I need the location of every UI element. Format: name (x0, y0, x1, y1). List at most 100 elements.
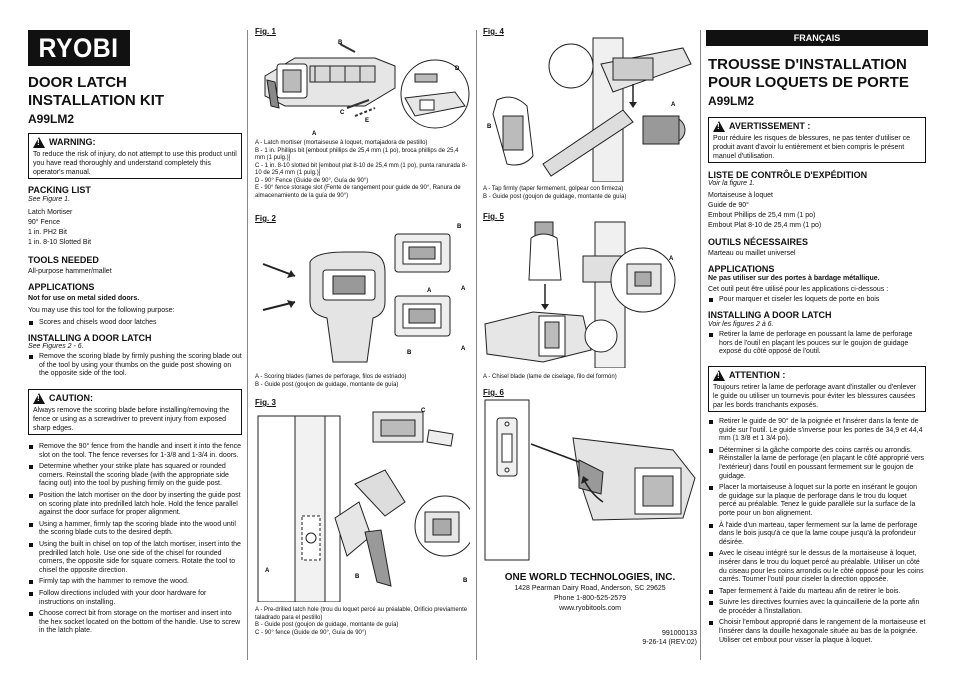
fig5-callout-a: A (669, 256, 674, 262)
fig1-callout-d: D (455, 66, 460, 72)
list-item: Using the built in chisel on top of the … (28, 541, 242, 575)
list-item: Latch Mortiser (28, 209, 73, 216)
ryobi-logo: RYOBI (28, 30, 130, 66)
fig2-callout-a: A (461, 346, 466, 352)
fig2-callout-a: A (427, 288, 432, 294)
fr-attention-box: ATTENTION : Toujours retirer la lame de … (708, 366, 926, 412)
fig1-callout-c: C (340, 110, 345, 116)
fig5-caption: A - Chisel blade (lame de ciselage, filo… (483, 374, 617, 380)
fig2-label: Fig. 2 (255, 214, 276, 223)
fig3-caption: A - Pre-drilled latch hole (trou du loqu… (255, 607, 468, 636)
applications-text: You may use this tool for the following … (28, 307, 175, 314)
column-divider (476, 30, 477, 660)
applications-list: Scores and chisels wood door latches (28, 319, 242, 331)
company-name: ONE WORLD TECHNOLOGIES, INC. (504, 572, 676, 583)
list-item: Retirer le guide de 90° de la poignée et… (708, 418, 926, 444)
list-item: À l'aide d'un marteau, taper fermement s… (708, 522, 926, 548)
warning-box: WARNING: To reduce the risk of injury, d… (28, 133, 242, 179)
list-item: Determine whether your strike plate has … (28, 463, 242, 489)
fr-applications-text: Cet outil peut être utilisé pour les app… (708, 286, 889, 293)
install-sub: See Figures 2 - 6. (28, 343, 84, 350)
part-number-block: 991000133 9-26-14 (REV:02) (560, 629, 697, 647)
fr-install-heading: INSTALLING A DOOR LATCH (708, 310, 832, 320)
column-divider (247, 30, 248, 660)
fig1-illustration: B A C D E (264, 40, 470, 136)
fr-warning-box: AVERTISSEMENT : Pour réduire les risques… (708, 117, 926, 163)
column-divider (700, 30, 701, 660)
caution-box: CAUTION: Always remove the scoring blade… (28, 389, 242, 435)
install-list-first: Remove the scoring blade by firmly pushi… (28, 353, 242, 382)
fr-page-title: TROUSSE D'INSTALLATION POUR LOQUETS DE P… (708, 56, 909, 91)
list-item: Remove the 90° fence from the handle and… (28, 443, 242, 460)
fig4-label: Fig. 4 (483, 27, 504, 36)
fr-tools-heading: OUTILS NÉCESSAIRES (708, 237, 809, 247)
fig3-callout-b: B (355, 574, 360, 580)
fig5-illustration: A (484, 221, 676, 368)
list-item: 90° Fence (28, 219, 60, 226)
list-item: Firmly tap with the hammer to remove the… (28, 578, 242, 587)
tools-heading: TOOLS NEEDED (28, 255, 99, 265)
install-steps: Remove the 90° fence from the handle and… (28, 443, 242, 639)
list-item: Retirer la lame de perforage en poussant… (708, 331, 926, 357)
list-item: Using a hammer, firmly tap the scoring b… (28, 521, 242, 538)
fr-packing-sub: Voir la figure 1. (708, 180, 755, 187)
fig1-callout-b: B (338, 40, 343, 46)
list-item: Embout Phillips de 25,4 mm (1 po) (708, 212, 816, 219)
fig2-callout-a: A (461, 286, 466, 292)
revision: 9-26-14 (REV:02) (642, 639, 697, 646)
fig5-label: Fig. 5 (483, 212, 504, 221)
fr-install-list-first: Retirer la lame de perforage en poussant… (708, 331, 926, 360)
page-title: DOOR LATCH INSTALLATION KIT (28, 74, 165, 109)
fig3-callout-c: C (421, 408, 426, 414)
company-address: 1428 Pearman Dairy Road, Anderson, SC 29… (514, 585, 666, 592)
fig4-callout-a: A (671, 102, 676, 108)
fig4-illustration: A B (487, 37, 692, 182)
model-number: A99LM2 (28, 112, 75, 126)
packing-list-heading: PACKING LIST (28, 185, 91, 195)
fig4-callout-b: B (487, 124, 492, 130)
fr-tools-text: Marteau ou maillet universel (708, 250, 796, 257)
applications-warning: Not for use on metal sided doors. (28, 295, 140, 302)
fr-applications-warning: Ne pas utiliser sur des portes à bardage… (708, 275, 880, 282)
list-item: 1 in. 8-10 Slotted Bit (28, 239, 92, 246)
list-item: Mortaiseuse à loquet (708, 192, 773, 199)
list-item: Déterminer si la gâche comporte des coin… (708, 447, 926, 481)
list-item: Follow directions included with your doo… (28, 590, 242, 607)
fig1-caption: A - Latch mortiser (mortaiseuse à loquet… (255, 140, 468, 199)
applications-heading: APPLICATIONS (28, 282, 95, 292)
fr-install-sub: Voir les figures 2 à 6. (708, 321, 774, 328)
language-band: FRANÇAIS (706, 30, 928, 46)
warning-icon (713, 121, 725, 132)
list-item: Position the latch mortiser on the door … (28, 492, 242, 518)
company-website[interactable]: www.ryobitools.com (559, 605, 621, 612)
caution-icon (33, 393, 45, 404)
fr-applications-list: Pour marquer et ciseler les loquets de p… (708, 296, 926, 308)
fr-install-steps: Retirer le guide de 90° de la poignée et… (708, 418, 926, 648)
fig3-illustration: C A B B (257, 408, 470, 602)
fr-packing-heading: LISTE DE CONTRÔLE D'EXPÉDITION (708, 170, 868, 180)
fig3-callout-a: A (265, 568, 270, 574)
fig4-caption: A - Tap firmly (taper fermement, golpear… (483, 186, 627, 200)
fig2-callout-b: B (407, 350, 412, 356)
list-item: Avec le ciseau intégré sur le dessus de … (708, 550, 926, 584)
list-item: Embout Plat 8-10 de 25,4 mm (1 po) (708, 222, 822, 229)
list-item: Choisir l'embout approprié dans le range… (708, 619, 926, 645)
list-item: Pour marquer et ciseler les loquets de p… (708, 296, 926, 305)
tools-text: All-purpose hammer/mallet (28, 268, 112, 275)
list-item: Remove the scoring blade by firmly pushi… (28, 353, 242, 379)
caution-icon (713, 370, 725, 381)
fr-packing-list: Mortaiseuse à loquet Guide de 90° Embout… (708, 191, 821, 231)
list-item: Suivre les directives fournies avec la q… (708, 599, 926, 616)
list-item: Scores and chisels wood door latches (28, 319, 242, 328)
part-number: 991000133 (661, 630, 697, 637)
fig2-caption: A - Scoring blades (lames de perforage, … (255, 374, 407, 388)
install-heading: INSTALLING A DOOR LATCH (28, 333, 152, 343)
list-item: Placer la mortaiseuse à loquet sur la po… (708, 484, 926, 518)
fr-applications-heading: APPLICATIONS (708, 264, 775, 274)
fig6-label: Fig. 6 (483, 388, 504, 397)
packing-list-sub: See Figure 1. (28, 196, 71, 203)
list-item: 1 in. PH2 Bit (28, 229, 67, 236)
packing-list: Latch Mortiser 90° Fence 1 in. PH2 Bit 1… (28, 208, 91, 248)
fig3-label: Fig. 3 (255, 398, 276, 407)
fig2-callout-b: B (457, 224, 462, 230)
